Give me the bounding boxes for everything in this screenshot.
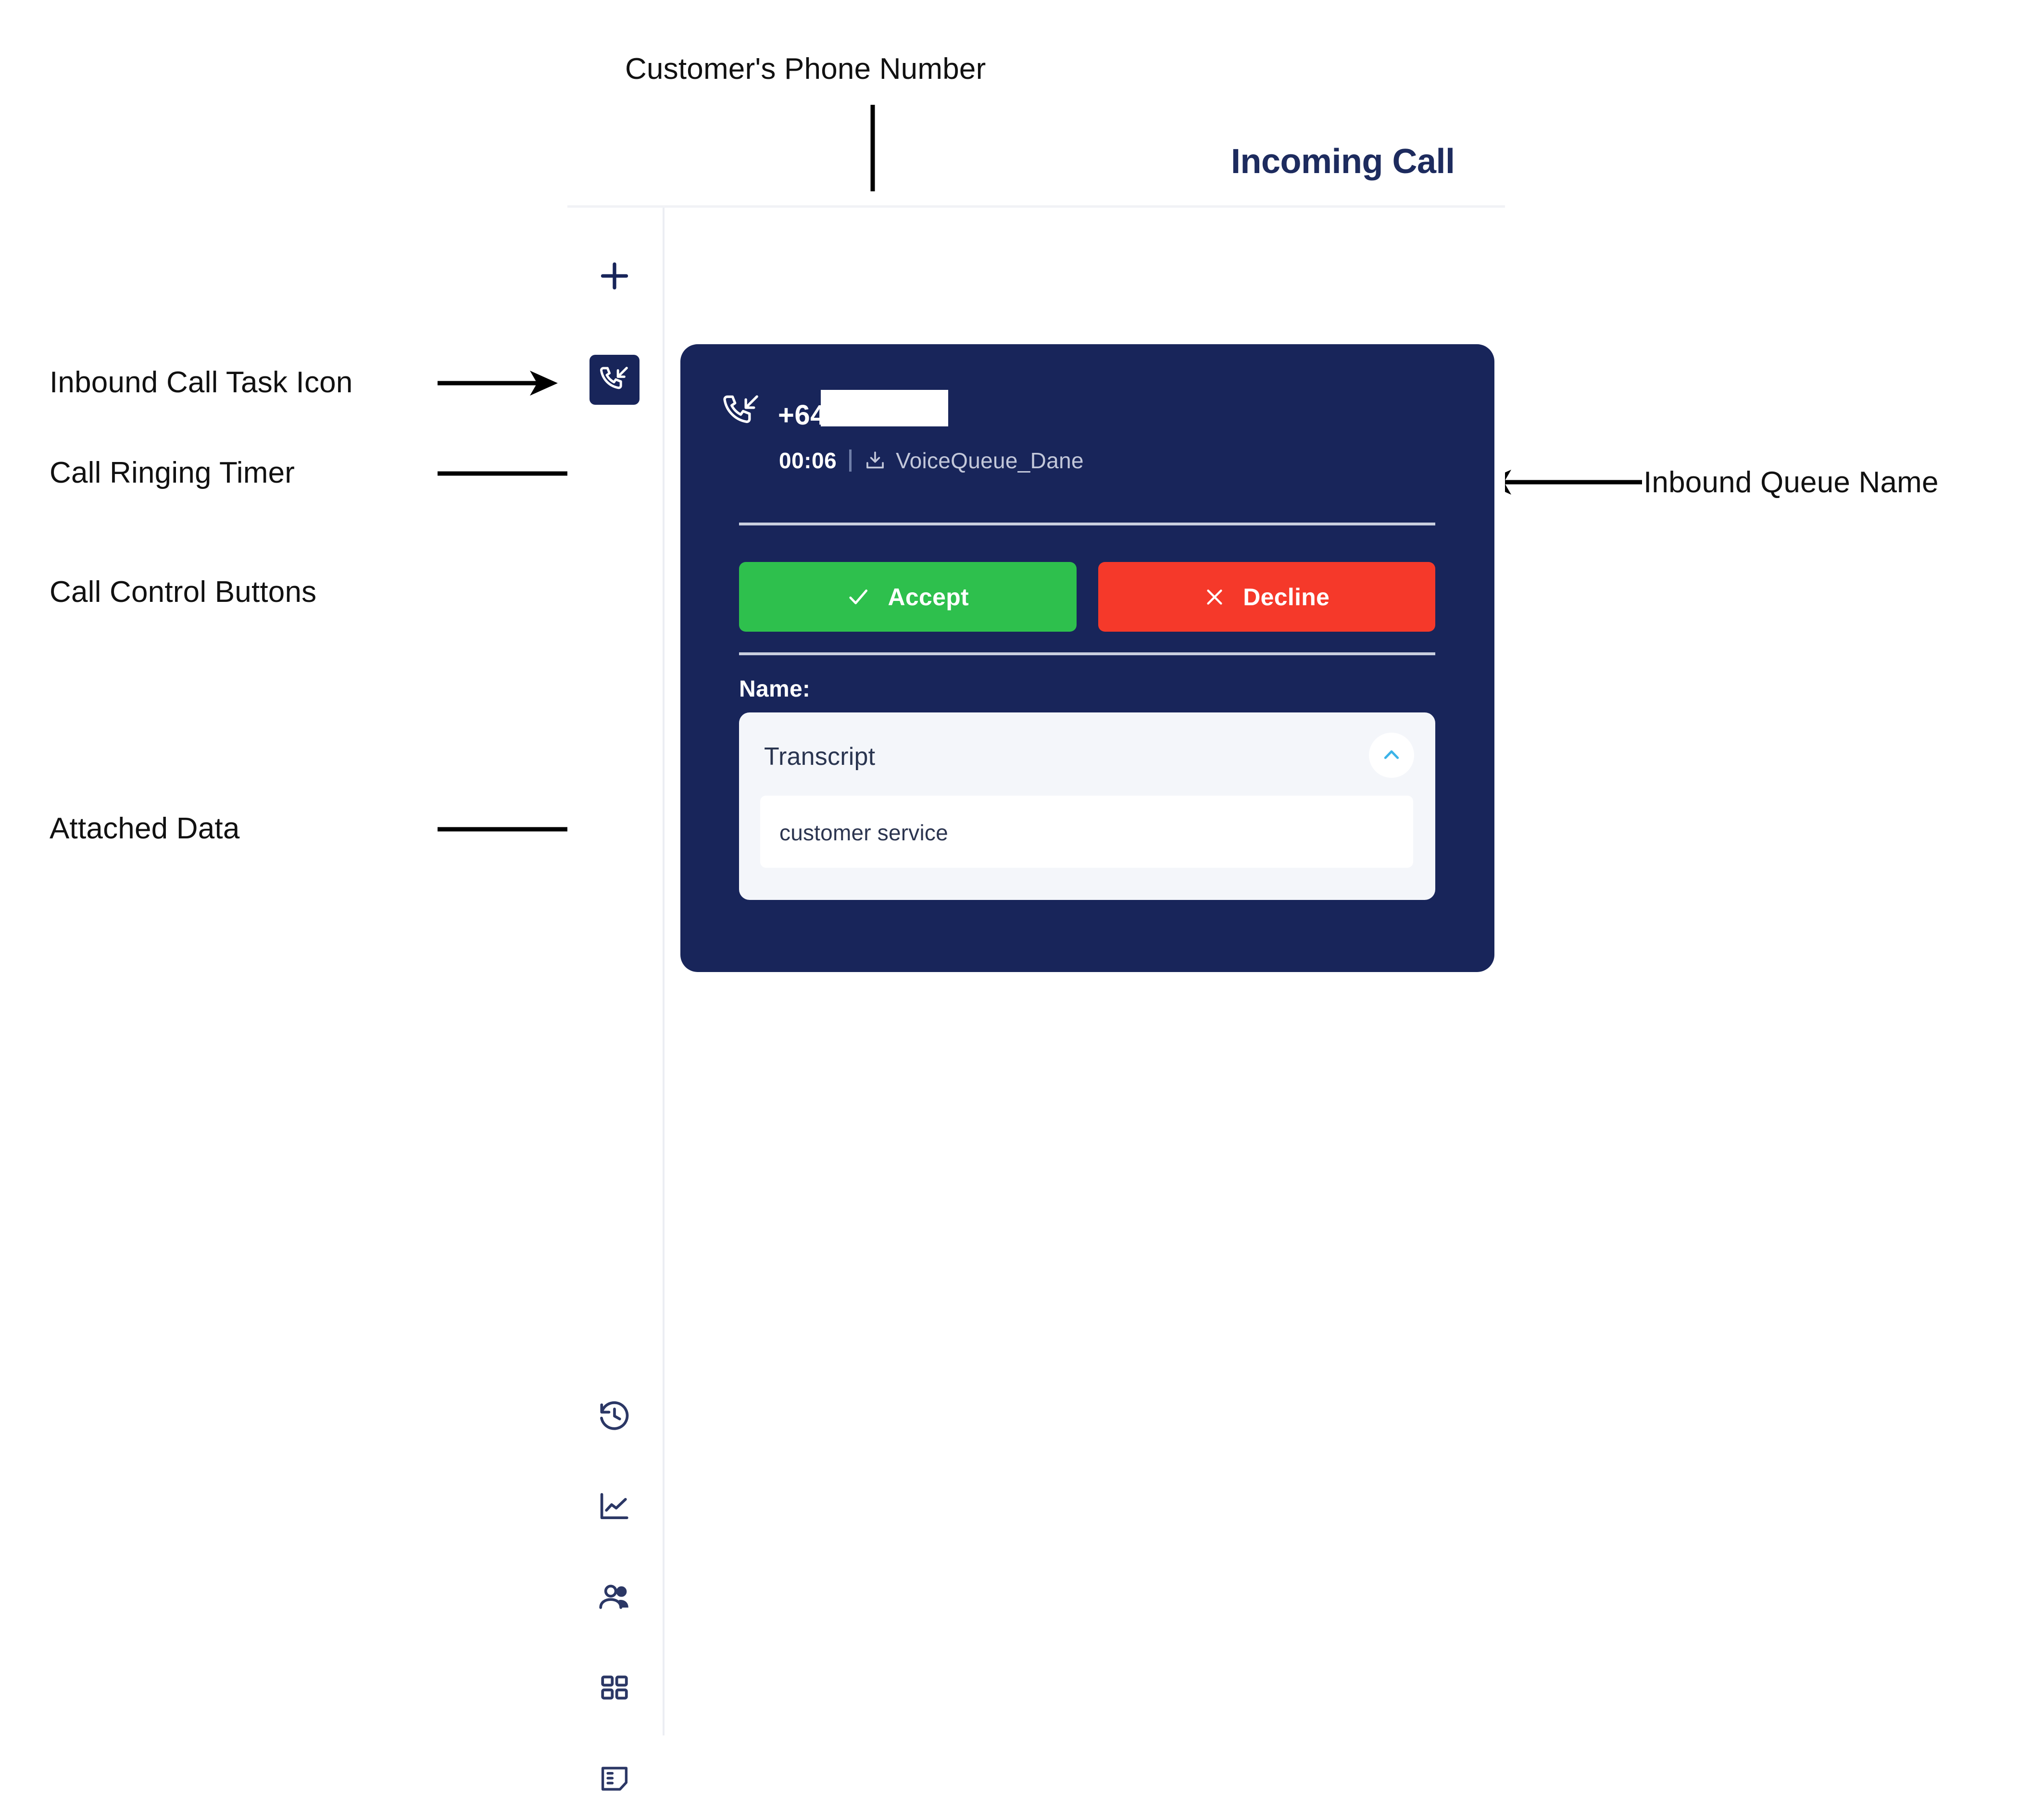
annotation-inbound-queue-name: Inbound Queue Name — [1643, 466, 1939, 499]
sidebar-vertical-divider — [663, 208, 665, 1735]
transcript-title: Transcript — [764, 743, 876, 771]
call-card-divider-bottom — [739, 652, 1435, 655]
inbound-queue-name: VoiceQueue_Dane — [896, 448, 1084, 473]
decline-label: Decline — [1243, 583, 1330, 611]
page-title: Incoming Call — [1231, 142, 1455, 181]
notes-icon — [598, 1762, 631, 1795]
check-icon — [846, 585, 870, 609]
download-tray-icon — [864, 449, 886, 472]
annotation-customers-phone-number: Customer's Phone Number — [625, 52, 986, 86]
sidebar-item-contacts[interactable] — [587, 1570, 642, 1625]
call-card-header: +64 00:06 VoiceQueue_Dane — [680, 344, 1494, 488]
history-icon — [597, 1398, 632, 1433]
sidebar-item-notes[interactable] — [587, 1751, 642, 1807]
transcript-text: customer service — [779, 820, 948, 845]
line-chart-icon — [597, 1490, 632, 1524]
customer-phone-number: +64 — [778, 399, 826, 431]
call-meta-row: 00:06 VoiceQueue_Dane — [779, 448, 1084, 474]
sidebar-item-apps[interactable] — [587, 1660, 642, 1716]
apps-grid-icon — [599, 1672, 630, 1704]
accept-label: Accept — [888, 583, 969, 611]
annotation-arrow-to-queue-name — [1483, 465, 1642, 499]
decline-button[interactable]: Decline — [1098, 562, 1435, 632]
inbound-call-icon — [721, 391, 762, 434]
annotation-inbound-call-task-icon: Inbound Call Task Icon — [50, 366, 353, 399]
sidebar-task-inbound-call[interactable] — [589, 355, 640, 405]
add-task-button[interactable] — [587, 248, 642, 304]
call-card-divider-top — [739, 523, 1435, 525]
phone-number-redaction-box — [821, 390, 948, 426]
annotation-arrow-to-task-icon — [438, 366, 558, 400]
attached-data-name-label: Name: — [739, 676, 811, 702]
annotation-call-control-buttons: Call Control Buttons — [50, 575, 317, 609]
inbound-call-icon — [599, 364, 630, 396]
contacts-icon — [597, 1580, 632, 1615]
call-control-buttons: Accept Decline — [739, 562, 1435, 632]
chevron-up-icon — [1380, 743, 1403, 768]
incoming-call-card: +64 00:06 VoiceQueue_Dane — [680, 344, 1494, 972]
call-ringing-timer: 00:06 — [779, 448, 837, 473]
sidebar-item-analytics[interactable] — [587, 1479, 642, 1535]
meta-separator — [849, 449, 852, 472]
x-icon — [1204, 586, 1226, 608]
sidebar-item-history[interactable] — [587, 1388, 642, 1444]
transcript-collapse-button[interactable] — [1369, 733, 1414, 778]
accept-button[interactable]: Accept — [739, 562, 1077, 632]
annotation-call-ringing-timer: Call Ringing Timer — [50, 456, 295, 489]
app-top-divider — [567, 205, 1505, 208]
annotation-attached-data: Attached Data — [50, 812, 240, 845]
transcript-body: customer service — [760, 796, 1413, 868]
sidebar: DM — [567, 208, 662, 1791]
transcript-panel: Transcript customer service — [739, 712, 1435, 900]
plus-icon — [594, 256, 635, 296]
